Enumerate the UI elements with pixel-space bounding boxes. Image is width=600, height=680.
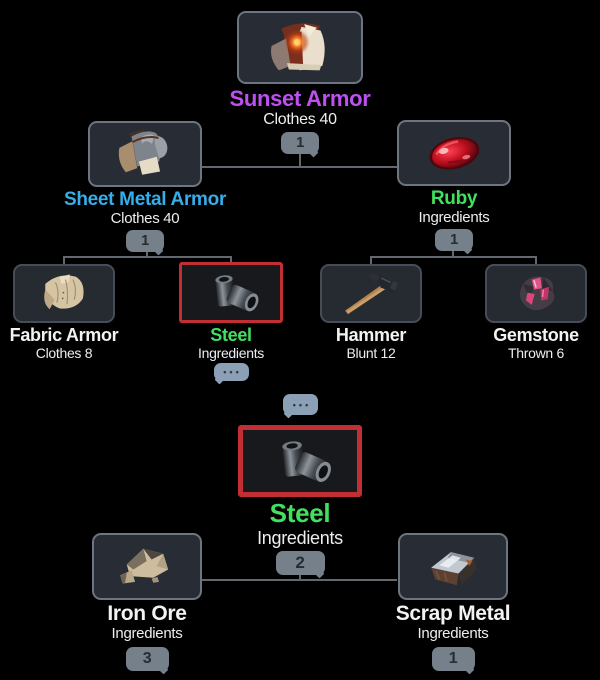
hammer-icon	[328, 268, 414, 319]
node-sunset-armor: Sunset Armor Clothes 40 1	[229, 11, 371, 154]
item-card-steel-branch[interactable]	[179, 262, 283, 323]
item-card-sheet-metal-armor[interactable]	[88, 121, 202, 187]
fabric-armor-icon	[21, 268, 107, 319]
iron-ore-icon	[100, 538, 193, 596]
item-category: Ingredients	[198, 344, 264, 361]
count-badge: 1	[435, 229, 473, 252]
item-name: Gemstone	[493, 325, 579, 345]
count-badge: 1	[281, 131, 319, 154]
count-badge: 1	[431, 646, 475, 671]
connector-line	[202, 166, 397, 168]
connector-line	[146, 251, 148, 258]
connector-line	[202, 579, 397, 581]
item-name: Fabric Armor	[9, 325, 119, 345]
count-badge: 2	[275, 550, 325, 575]
sunset-armor-icon	[246, 16, 353, 79]
scrap-metal-icon	[406, 538, 499, 596]
item-card-ruby[interactable]	[397, 120, 511, 186]
connector-line	[299, 571, 301, 581]
node-scrap-metal: Scrap Metal Ingredients 1	[395, 533, 511, 671]
item-category: Ingredients	[417, 625, 489, 643]
item-name: Ruby	[430, 188, 478, 209]
item-card-gemstone[interactable]	[485, 264, 587, 323]
count-badge: 3	[125, 646, 169, 671]
item-card-steel[interactable]	[238, 425, 362, 497]
item-card-iron-ore[interactable]	[92, 533, 202, 600]
item-card-scrap-metal[interactable]	[398, 533, 508, 600]
expand-more-button[interactable]: •••	[283, 394, 318, 415]
connector-line	[63, 256, 65, 265]
connector-line	[452, 251, 454, 258]
item-category: Thrown 6	[508, 344, 564, 361]
node-steel-branch: Steel Ingredients •••	[179, 262, 283, 382]
node-fabric-armor: Fabric Armor Clothes 8	[10, 264, 119, 361]
node-hammer: Hammer Blunt 12	[320, 264, 422, 361]
item-category: Ingredients	[418, 208, 490, 226]
item-card-sunset-armor[interactable]	[237, 11, 363, 84]
expand-more-button[interactable]: •••	[213, 363, 249, 382]
item-category: Blunt 12	[346, 344, 396, 361]
node-sheet-metal-armor: Sheet Metal Armor Clothes 40 1	[64, 121, 226, 253]
connector-line	[230, 256, 232, 264]
item-name: Sunset Armor	[229, 86, 371, 111]
item-card-fabric-armor[interactable]	[13, 264, 115, 323]
sheet-metal-armor-icon	[97, 125, 194, 182]
count-badge: 1	[126, 230, 164, 253]
gemstone-icon	[493, 268, 579, 319]
connector-line	[535, 256, 537, 265]
ruby-icon	[406, 124, 503, 181]
item-name: Hammer	[335, 325, 407, 345]
connector-line	[370, 256, 537, 258]
node-steel: Steel Ingredients 2	[238, 425, 362, 575]
item-card-hammer[interactable]	[320, 264, 422, 323]
item-name: Steel	[269, 498, 331, 528]
steel-icon	[188, 267, 274, 318]
steel-icon	[250, 432, 350, 489]
item-category: Clothes 40	[110, 209, 180, 227]
connector-line	[63, 256, 232, 258]
connector-line	[299, 152, 301, 168]
node-iron-ore: Iron Ore Ingredients 3	[92, 533, 202, 671]
item-name: Iron Ore	[107, 602, 187, 625]
connector-line	[370, 256, 372, 265]
item-category: Clothes 40	[263, 111, 337, 129]
item-category: Clothes 8	[35, 344, 93, 361]
item-name: Sheet Metal Armor	[63, 189, 227, 210]
item-name: Steel	[210, 325, 252, 345]
node-ruby: Ruby Ingredients 1	[397, 120, 511, 252]
item-name: Scrap Metal	[395, 602, 511, 625]
item-category: Ingredients	[257, 527, 343, 548]
item-category: Ingredients	[111, 625, 183, 643]
node-gemstone: Gemstone Thrown 6	[485, 264, 587, 361]
